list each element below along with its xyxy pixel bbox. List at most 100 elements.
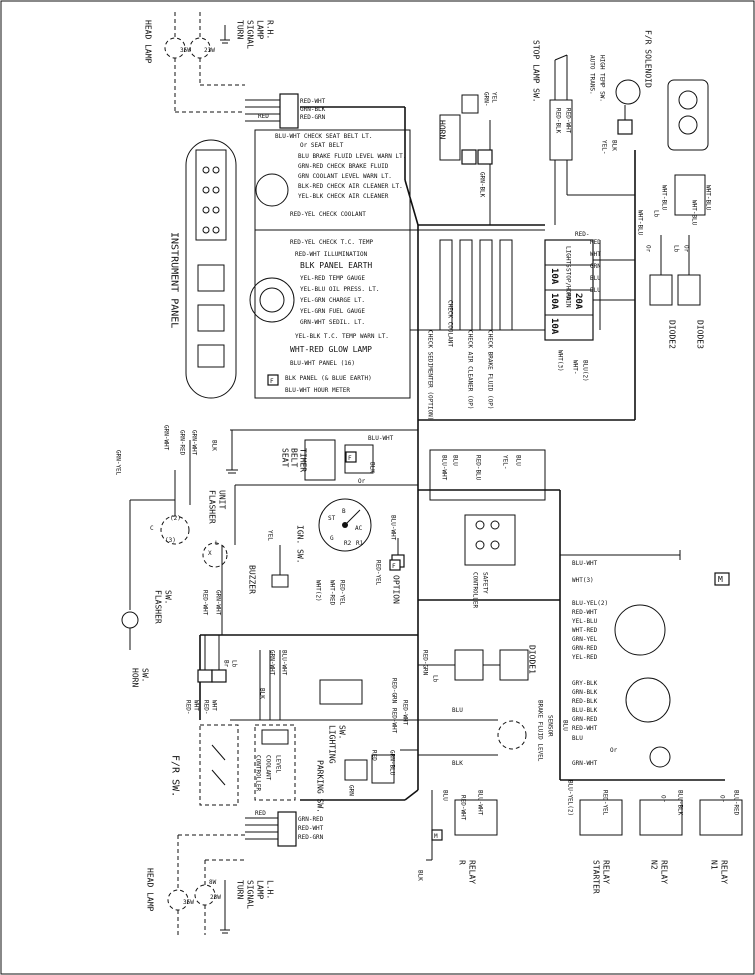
flasher-lower-wire-2: GRN-WHT: [215, 590, 222, 616]
bundle-15: RED-WHT: [572, 725, 598, 732]
panel-line-17: YEL-BLK T.C. TEMP WARN LT.: [295, 333, 389, 340]
parking-switch: [344, 754, 395, 784]
lamp-rating-35w: 35W: [180, 47, 191, 54]
panel-line-8: RED-YEL CHECK COOLANT: [290, 211, 366, 218]
controller-safety-unit: [429, 449, 546, 566]
brake-sensor-line1: BRAKE FLUID LEVEL: [537, 700, 544, 762]
seat-belt-wire-2: BLK: [369, 462, 376, 473]
panel-line-14: YEL-GRN CHARGE LT.: [300, 297, 365, 304]
diode3-label: DIODE3: [696, 320, 705, 349]
turn-signal-lh-line2: SIGNAL: [246, 880, 255, 909]
relay-n1: [699, 799, 743, 836]
relay-wire-7: BLU-BLK: [677, 790, 684, 816]
instrument-panel-outline: [185, 139, 237, 399]
r-relay-line2: RELAY: [468, 860, 477, 884]
panel-line-5: GRN COOLANT LEVEL WARN LT.: [298, 173, 392, 180]
diode3-unit: [677, 235, 701, 306]
fuse-wire-4: GRN: [590, 263, 601, 270]
terminal-markers: [267, 374, 443, 841]
stop-lamp-switch: [549, 54, 573, 161]
coolant-line3: LEVEL: [275, 755, 282, 773]
auto-trans-wire-2: BLK: [611, 140, 618, 151]
lighting-wire-2: GRN-WHT: [269, 650, 276, 676]
panel-line-12: YEL-RED TEMP GAUGE: [300, 275, 365, 282]
flasher-lower-wire-4: Lb: [231, 660, 238, 668]
stop-lamp-sw-label: STOP LAMP SW.: [532, 40, 541, 103]
fr-switch: [199, 724, 239, 806]
parking-wire-3: GRN-BLU: [389, 750, 396, 776]
seat-belt-timer-unit: [304, 439, 374, 481]
horn-label: HORN: [438, 120, 447, 139]
panel-line-15: YEL-GRN FUEL GAUGE: [300, 308, 365, 315]
fr-wire-3: RED-: [203, 700, 210, 714]
relay-wire-9: BLU-RED: [733, 790, 740, 816]
coolant-line2: COOLANT: [265, 755, 272, 781]
panel-line-6: BLK-RED CHECK AIR CLEANER LT.: [298, 183, 403, 190]
blk-wire-label: BLK: [211, 440, 218, 451]
starter-relay-line2: RELAY: [602, 860, 611, 884]
wire-top-red-wht: RED-WHT: [300, 98, 326, 105]
panel-line-16: GRN-WHT SEDIL. LT.: [300, 319, 365, 326]
turn-signal-lh-line3: LAMP: [256, 880, 265, 899]
horn-wire-yel: YEL: [491, 92, 498, 103]
horn-unit: [439, 94, 493, 165]
flasher-term-l: L: [215, 540, 219, 547]
controller-wire-4: YEL-: [502, 455, 509, 469]
starter-relay-line1: STARTER: [592, 860, 601, 894]
lighting-sw-line1: LIGHTING: [328, 725, 337, 764]
controller-wire-1: BLU-WHT: [441, 455, 448, 481]
solenoid-wire-2: WHT-BLU: [705, 185, 712, 211]
wire-bottom-red: RED: [255, 810, 266, 817]
bottom-harness-connector: [245, 811, 297, 847]
panel-connector: [249, 129, 411, 399]
wire-bottom-red-wht: RED-WHT: [298, 825, 324, 832]
n1-relay-line2: RELAY: [720, 860, 729, 884]
solenoid-wire-1: WHT-BLU: [661, 185, 668, 211]
flasher-unit-line2: UNIT: [218, 490, 227, 509]
flasher-term-3: (3): [165, 537, 176, 544]
turn-signal-lh-line4: L.H.: [266, 880, 275, 899]
panel-line-4: GRN-RED CHECK BRAKE FLUID: [298, 163, 389, 170]
flasher-unit-line1: FLASHER: [208, 490, 217, 524]
horn-sw-line2: SW.: [141, 668, 150, 682]
bundle-17: Or: [610, 747, 618, 754]
bundle-12: RED-BLK: [572, 698, 598, 705]
top-harness-connector: [245, 93, 299, 129]
lighting-wire-4: RED-GRN: [391, 678, 398, 704]
terminal-m-1: M: [434, 833, 438, 840]
flasher-lower-terms: [197, 635, 227, 683]
fuse-wire-3: WHT: [590, 251, 601, 258]
right-bundle-connectors: [560, 550, 730, 768]
relay-wire-2: RED-WHT: [460, 795, 467, 821]
relay-starter: [579, 799, 623, 836]
diode2-wire-lb: Lb: [653, 210, 660, 218]
seat-belt-wire-3: Or: [358, 478, 366, 485]
fuse-stop-horn: STOP/HORN: [565, 268, 572, 301]
lighting-wire-3: BLU-WHT: [281, 650, 288, 676]
n1-relay-line1: N1: [710, 860, 719, 870]
relay-ground-blk: BLK: [417, 870, 424, 881]
lighting-sw-line2: SW.: [338, 725, 347, 739]
lighting-switch: [259, 650, 363, 720]
auto-trans-line1: AUTO TRANS.: [589, 55, 596, 95]
parking-wire-1: GRN: [348, 785, 355, 796]
brake-sensor-line2: SENSOR: [547, 715, 554, 737]
wire-top-grn-blk: GRN-BLK: [300, 106, 326, 113]
fuse-wire-6: BLU: [590, 287, 601, 294]
check-air-cleaner: CHECK AIR CLEANER (OP): [467, 330, 474, 409]
controller-wire-3: RED-BLU: [475, 455, 482, 481]
instrument-panel-label: INSTRUMENT PANEL: [169, 232, 180, 328]
terminal-f-3: F: [392, 563, 396, 570]
turn-signal-rh-line4: R.H.: [266, 20, 275, 39]
bundle-2: WHT(3): [572, 577, 594, 584]
relay-wire-4: BLU-YEL(2): [567, 780, 574, 816]
bundle-3: BLU-YEL(2): [572, 600, 608, 607]
ign-wire-blu-wht: BLU-WHT: [390, 515, 397, 541]
stop-lamp-wire-1: RED-BLK: [555, 108, 562, 134]
flasher-wire-grn-wht-2: GRN-WHT: [191, 430, 198, 456]
lamp-lh-8w: 8W: [209, 879, 217, 886]
panel-line-13: YEL-BLU OIL PRESS. LT.: [300, 286, 379, 293]
fuse-wire-1: RED-: [575, 231, 589, 238]
wire-bottom-grn-red: GRN-RED: [298, 816, 324, 823]
